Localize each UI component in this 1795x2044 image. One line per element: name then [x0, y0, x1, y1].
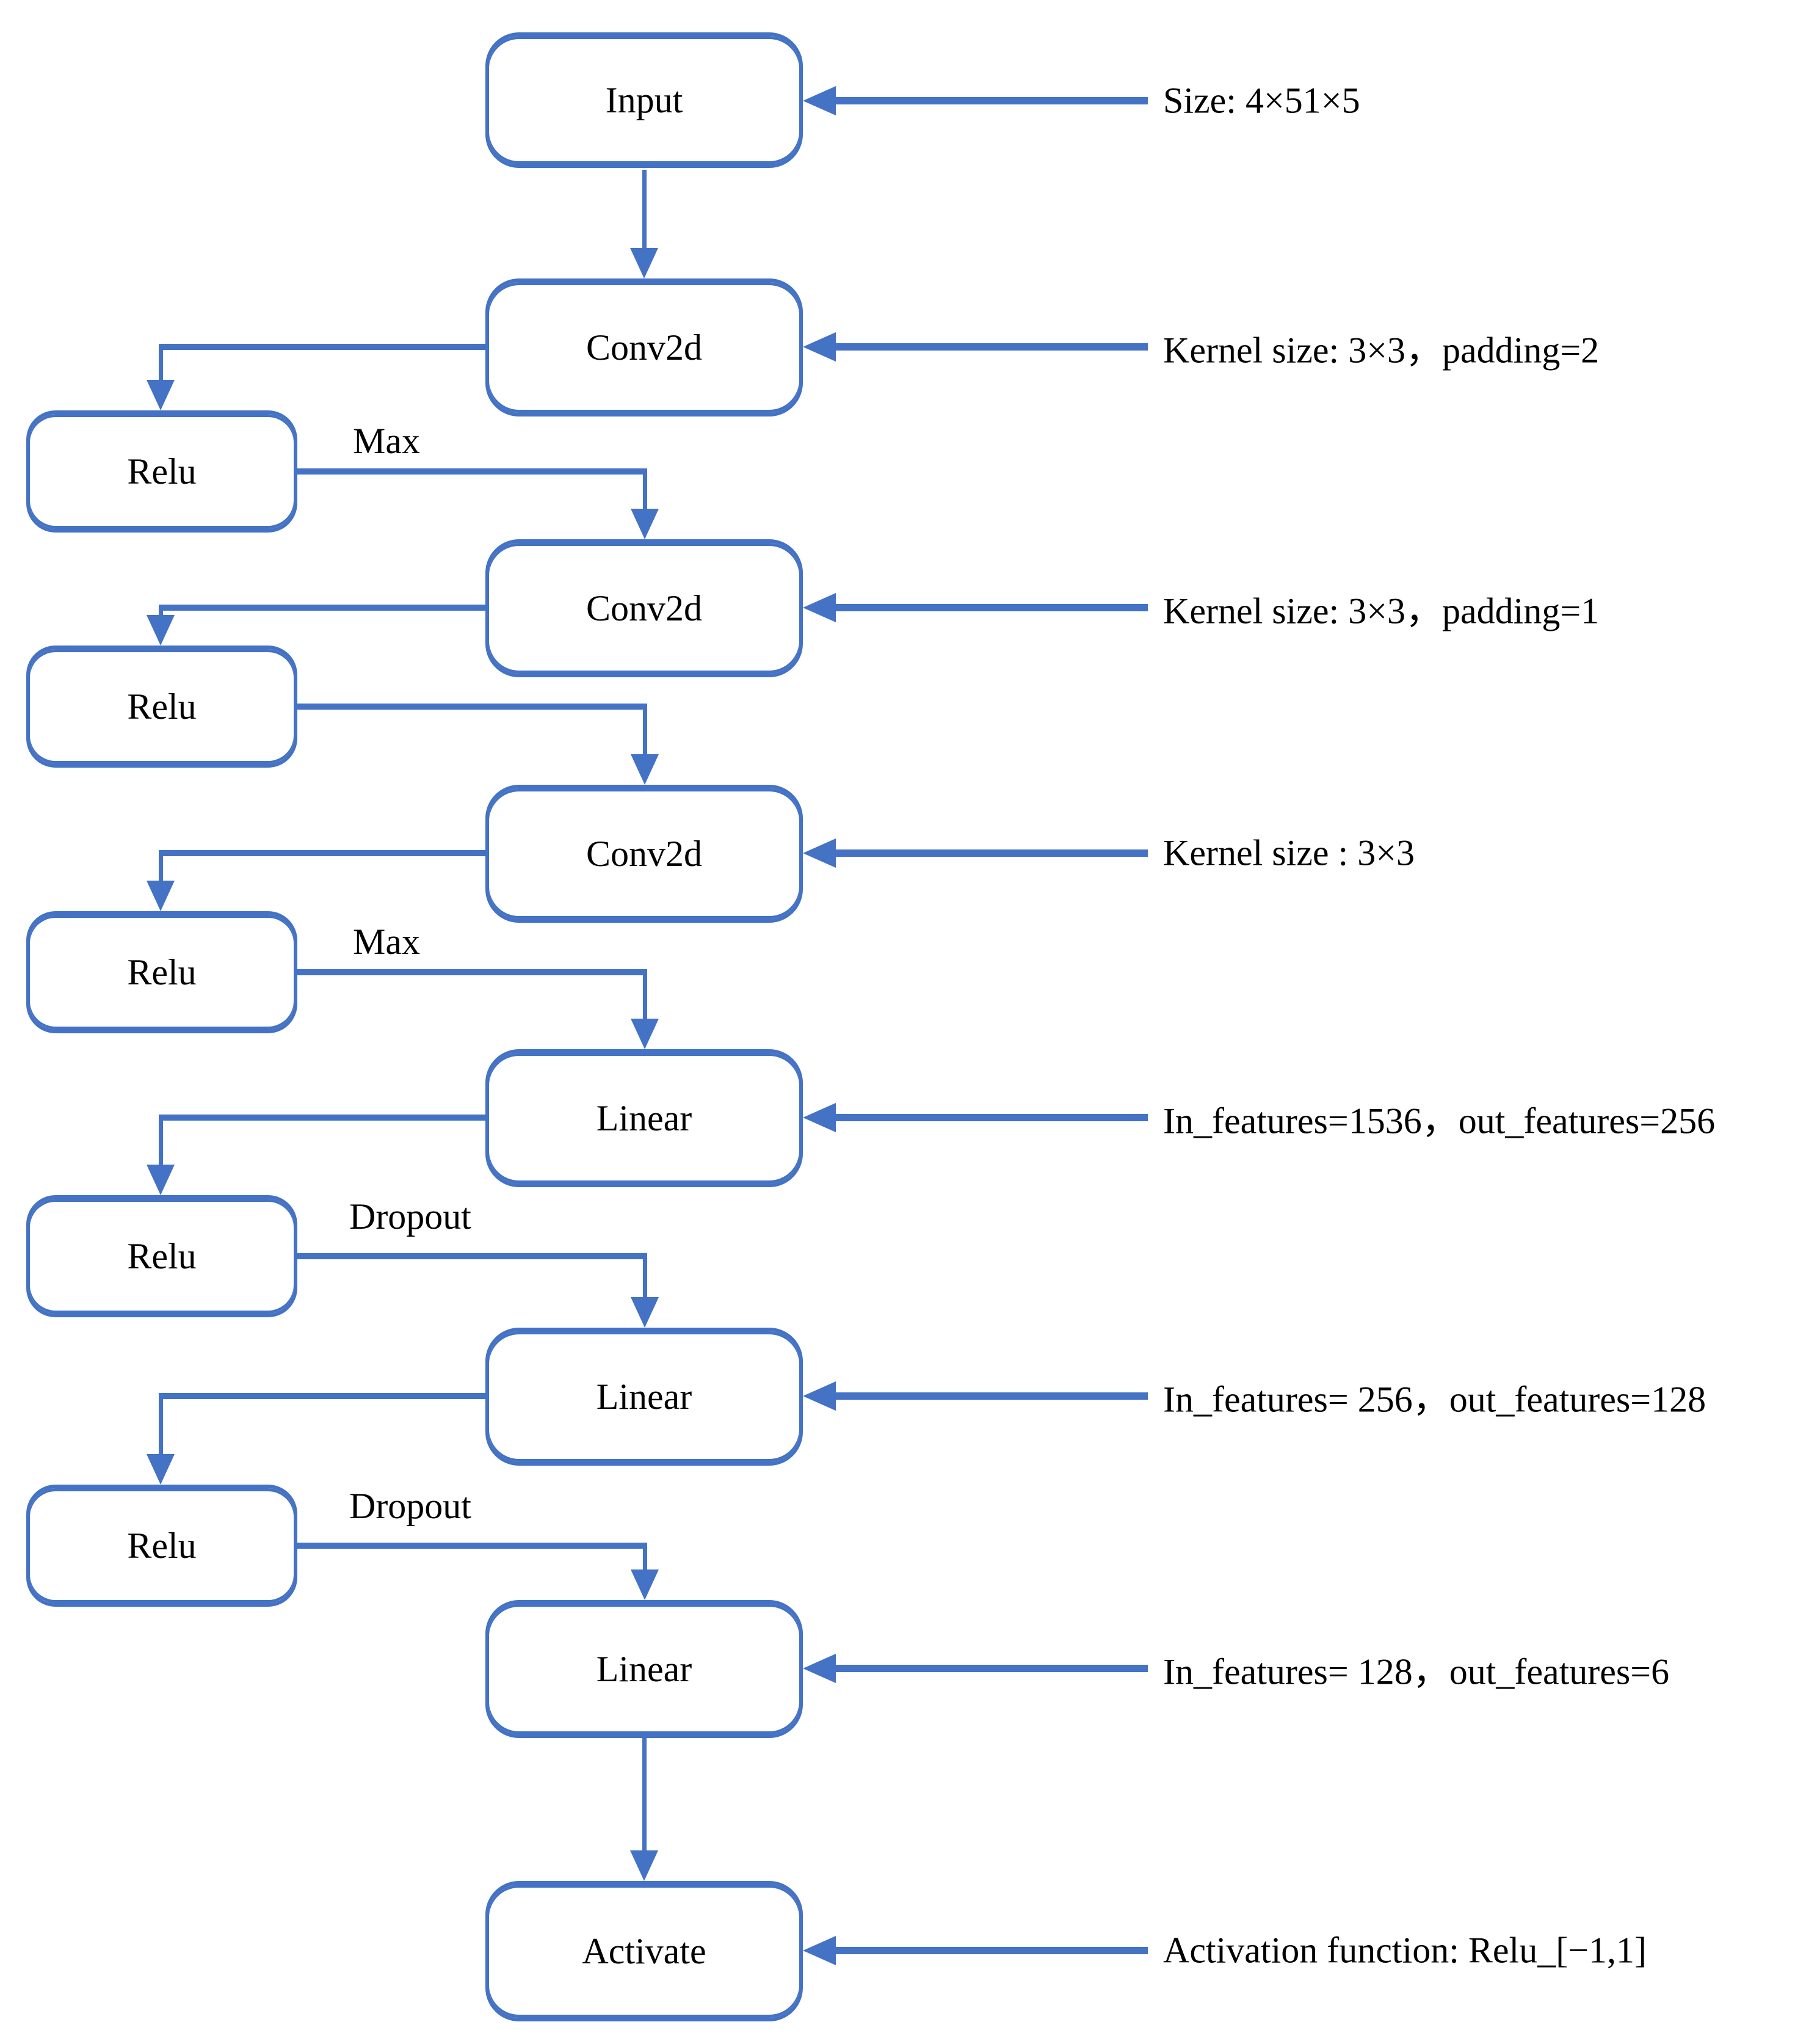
arrow-line	[835, 849, 1148, 857]
node-relu-2: Relu	[26, 646, 297, 768]
arrow-line	[159, 1393, 485, 1399]
arrowhead-down	[630, 1850, 658, 1881]
arrowhead-left	[803, 1103, 836, 1132]
arrow-line	[159, 1396, 163, 1455]
node-input: Input	[485, 32, 803, 168]
node-relu-2-label: Relu	[127, 686, 197, 727]
node-activate: Activate	[485, 1881, 803, 2021]
arrow-line	[159, 850, 485, 856]
arrow-line	[642, 1738, 647, 1852]
arrow-line	[835, 1114, 1148, 1121]
edge-label-dropout-1: Dropout	[349, 1196, 471, 1237]
arrow-line	[835, 604, 1148, 611]
arrow-line	[643, 1546, 647, 1571]
node-linear-3: Linear	[485, 1600, 803, 1738]
node-relu-1: Relu	[26, 410, 297, 533]
node-relu-5: Relu	[26, 1485, 297, 1607]
arrow-line	[643, 1256, 647, 1298]
arrow-line	[643, 471, 647, 510]
arrowhead-down	[631, 754, 659, 785]
node-conv2d-1: Conv2d	[485, 278, 803, 416]
node-linear-2-label: Linear	[596, 1376, 692, 1417]
arrow-line	[297, 969, 647, 975]
arrow-line	[643, 707, 647, 755]
node-conv2d-3-label: Conv2d	[586, 833, 703, 874]
arrow-line	[297, 1253, 647, 1259]
arrowhead-left	[803, 593, 836, 622]
annotation-linear-1-params: In_features=1536，out_features=256	[1163, 1100, 1716, 1141]
arrowhead-down	[631, 1019, 659, 1049]
node-relu-4-label: Relu	[127, 1235, 197, 1276]
annotation-linear-2-params: In_features= 256，out_features=128	[1163, 1379, 1706, 1420]
edge-label-dropout-2: Dropout	[349, 1486, 471, 1526]
arrowhead-down	[631, 1297, 659, 1328]
arrowhead-down	[631, 509, 659, 539]
node-input-label: Input	[605, 79, 683, 120]
edge-label-max-2: Max	[353, 922, 420, 962]
node-relu-1-label: Relu	[127, 451, 197, 492]
arrowhead-down	[147, 881, 175, 911]
node-conv2d-2: Conv2d	[485, 539, 803, 677]
arrow-line	[643, 972, 647, 1020]
arrowhead-left	[803, 1654, 836, 1683]
annotation-conv2d-2-params: Kernel size: 3×3，padding=1	[1163, 591, 1600, 631]
node-activate-label: Activate	[582, 1930, 706, 1971]
node-linear-2: Linear	[485, 1328, 803, 1466]
node-relu-5-label: Relu	[127, 1525, 197, 1566]
node-conv2d-2-label: Conv2d	[586, 587, 703, 628]
arrow-line	[835, 1947, 1148, 1954]
annotation-conv2d-3-params: Kernel size : 3×3	[1163, 832, 1415, 873]
arrow-line	[159, 853, 163, 882]
arrow-line	[159, 1115, 485, 1121]
arrowhead-down	[147, 1454, 175, 1485]
arrow-line	[835, 1392, 1148, 1400]
annotation-conv2d-1-params: Kernel size: 3×3，padding=2	[1163, 330, 1600, 371]
node-conv2d-3: Conv2d	[485, 785, 803, 923]
node-relu-3: Relu	[26, 911, 297, 1033]
arrow-line	[159, 1118, 163, 1166]
arrowhead-down	[630, 248, 658, 278]
annotation-activate-params: Activation function: Relu_[−1,1]	[1163, 1930, 1647, 1971]
arrow-line	[835, 97, 1148, 104]
node-linear-1: Linear	[485, 1049, 803, 1187]
arrow-line	[159, 344, 485, 350]
arrow-line	[159, 347, 163, 381]
arrow-line	[297, 468, 647, 475]
arrow-line	[297, 1543, 647, 1549]
arrowhead-left	[803, 1381, 836, 1411]
annotation-input-size: Size: 4×51×5	[1163, 80, 1360, 121]
node-linear-3-label: Linear	[596, 1648, 692, 1689]
arrow-line	[835, 1665, 1148, 1672]
node-relu-3-label: Relu	[127, 951, 197, 992]
arrowhead-down	[147, 380, 175, 410]
arrowhead-down	[147, 1165, 175, 1195]
arrowhead-left	[803, 86, 836, 115]
arrowhead-down	[147, 615, 175, 646]
arrowhead-left	[803, 332, 836, 362]
arrowhead-left	[803, 1936, 836, 1965]
arrow-line	[159, 605, 485, 611]
annotation-linear-3-params: In_features= 128，out_features=6	[1163, 1651, 1670, 1692]
node-linear-1-label: Linear	[596, 1097, 692, 1138]
edge-label-max-1: Max	[353, 421, 420, 461]
arrow-line	[159, 608, 163, 616]
node-relu-4: Relu	[26, 1195, 297, 1317]
arrowhead-left	[803, 838, 836, 868]
arrowhead-down	[631, 1569, 659, 1600]
arrow-line	[835, 343, 1148, 351]
node-conv2d-1-label: Conv2d	[586, 327, 703, 368]
arrow-line	[642, 170, 647, 249]
arrow-line	[297, 704, 647, 710]
